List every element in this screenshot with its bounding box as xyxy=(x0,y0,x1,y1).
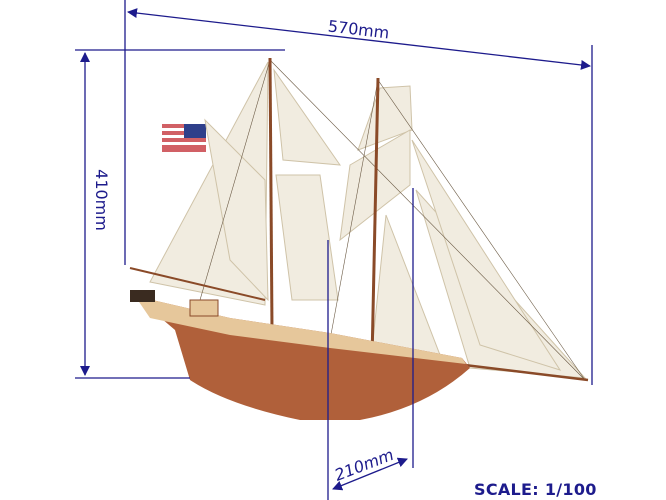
height-label: 410mm xyxy=(92,169,111,231)
width-arrow xyxy=(332,457,408,491)
height-dimension: 410mm xyxy=(75,49,285,379)
length-arrow xyxy=(127,8,591,70)
ship-model xyxy=(129,57,589,420)
sails xyxy=(149,61,587,379)
scale-label: SCALE: 1/100 xyxy=(474,480,597,499)
hull xyxy=(130,290,470,420)
width-label: 210mm xyxy=(332,445,396,485)
length-label: 570mm xyxy=(327,17,391,43)
rigging xyxy=(199,59,586,381)
us-flag xyxy=(162,124,206,152)
